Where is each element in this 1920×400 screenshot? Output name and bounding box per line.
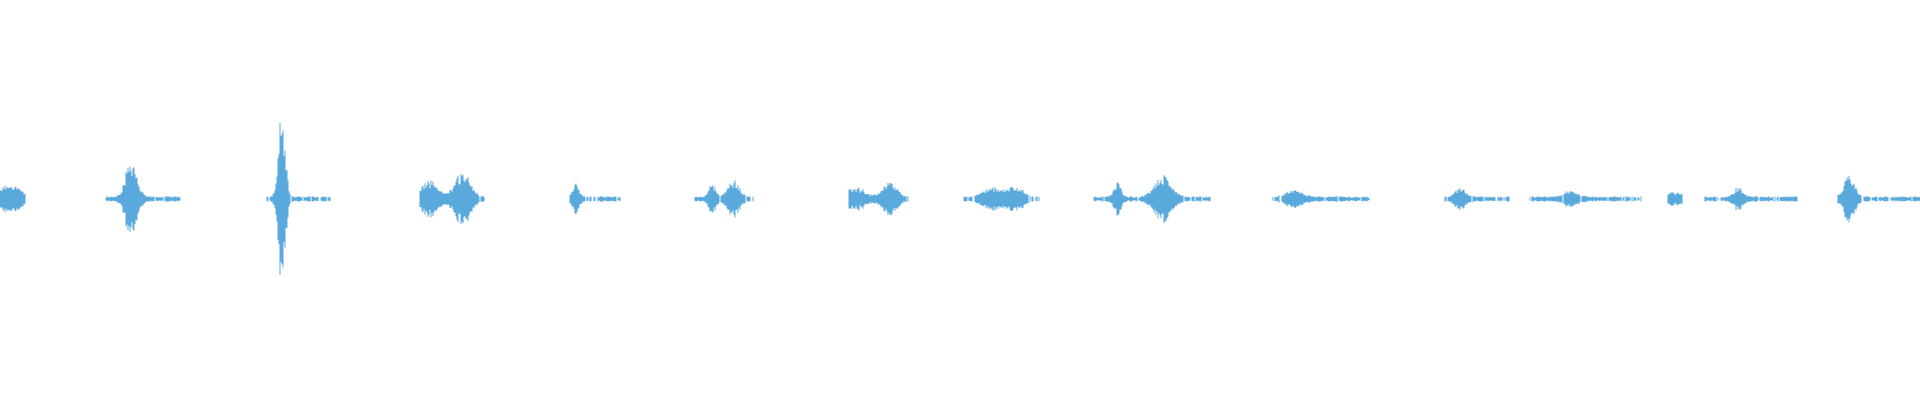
waveform-trace — [963, 186, 1040, 212]
speech-segment — [1093, 175, 1211, 223]
speech-segment — [1837, 175, 1920, 223]
waveform-trace — [1529, 191, 1642, 207]
waveform-trace — [1837, 175, 1920, 223]
waveform-trace — [694, 180, 754, 218]
waveform-trace — [0, 185, 26, 213]
waveform-trace — [569, 183, 621, 215]
waveform-trace — [1704, 188, 1798, 210]
speech-segment — [569, 183, 621, 215]
speech-segment — [1667, 192, 1683, 206]
waveform-trace — [1444, 188, 1510, 210]
speech-segment — [105, 166, 181, 232]
waveform-trace — [105, 166, 181, 232]
speech-segment — [0, 185, 26, 213]
speech-segment — [1704, 188, 1798, 210]
speech-segment — [1272, 190, 1370, 208]
speech-segment — [848, 182, 909, 216]
waveform-trace — [1667, 192, 1683, 206]
speech-segment — [694, 180, 754, 218]
speech-segment — [1444, 188, 1510, 210]
speech-segment — [266, 123, 331, 275]
speech-segment — [963, 186, 1040, 212]
speech-segment — [419, 174, 485, 224]
waveform-trace — [419, 174, 485, 224]
waveform-trace — [266, 123, 331, 275]
waveform-trace — [848, 182, 909, 216]
waveform-trace — [1093, 175, 1211, 223]
waveform-trace — [1272, 190, 1370, 208]
speech-segment — [1529, 191, 1642, 207]
